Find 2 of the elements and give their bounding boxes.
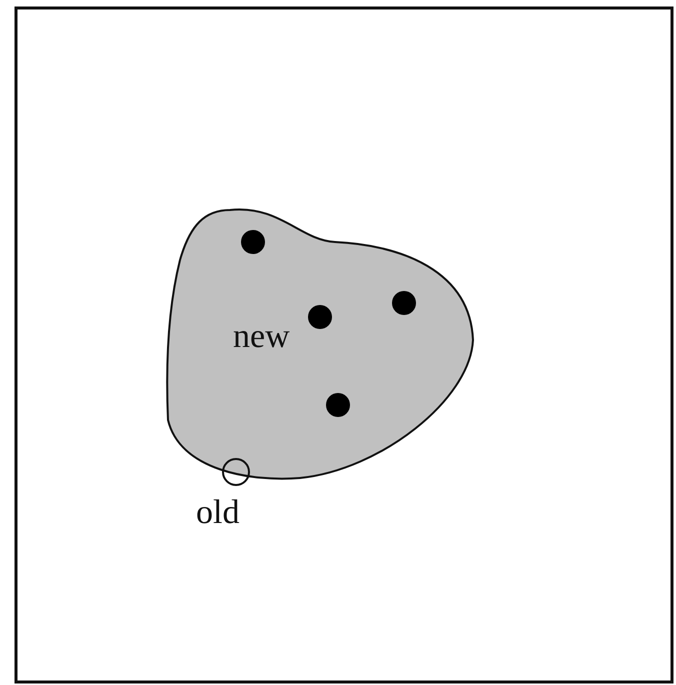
point-label: new [233, 320, 290, 354]
point-label: old [196, 496, 240, 530]
